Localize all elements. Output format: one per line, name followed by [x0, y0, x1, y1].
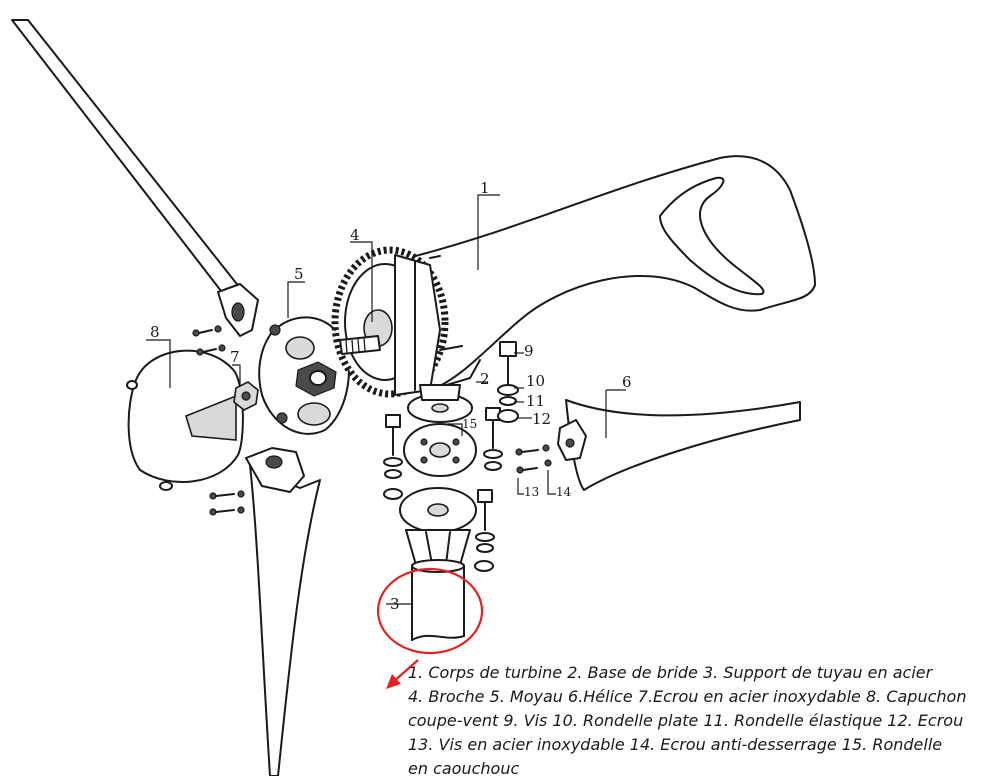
parts-legend-caption: 1. Corps de turbine 2. Base de bride 3. …: [408, 661, 988, 781]
flange-bolts-left: [383, 414, 403, 500]
turbine-body: [399, 155, 816, 391]
caption-line: 4. Broche 5. Moyau 6.Hélice 7.Ecrou en a…: [408, 687, 967, 706]
part-number-6: 6: [622, 373, 632, 391]
blade-lower: [245, 447, 321, 776]
part-number-9: 9: [524, 342, 534, 360]
caption-line: 1. Corps de turbine 2. Base de bride 3. …: [408, 663, 933, 682]
caption-line: coupe-vent 9. Vis 10. Rondelle plate 11.…: [408, 711, 964, 730]
blade-upper-left: [11, 19, 259, 337]
pipe-support-highlight-circle: [376, 567, 484, 655]
part-number-8: 8: [150, 323, 160, 341]
gear-ring: [331, 246, 463, 398]
part-number-3: 3: [390, 595, 400, 613]
caption-line: en caouchouc: [408, 759, 520, 778]
part-number-13: 13: [524, 485, 539, 499]
part-number-10: 10: [526, 372, 545, 390]
highlight-arrow: [386, 659, 419, 689]
part-number-labels: 1 2 3 4 5 6 7 8 9 10 11 12 13 14 15: [150, 179, 632, 613]
nose-cone: [126, 349, 244, 491]
hub-nut: [233, 381, 259, 411]
flange-bolts-right: [474, 407, 503, 572]
part-number-12: 12: [532, 410, 551, 428]
part-number-1: 1: [480, 179, 490, 197]
pipe-support: [411, 559, 465, 641]
flange-base-rubber: [403, 423, 477, 477]
part-number-15: 15: [462, 417, 477, 431]
tail-screws: [515, 444, 552, 474]
leader-lines: [146, 194, 626, 605]
flange-base-lower: [399, 487, 477, 566]
part-number-7: 7: [230, 348, 240, 366]
part-number-5: 5: [294, 265, 304, 283]
caption-line: 13. Vis en acier inoxydable 14. Ecrou an…: [408, 735, 943, 754]
nose-cone-screws: [192, 325, 245, 516]
part-number-14: 14: [556, 485, 572, 499]
part-number-2: 2: [480, 370, 490, 388]
hub: [258, 316, 350, 435]
bolt-stack-9-12: [497, 341, 519, 423]
part-number-4: 4: [350, 226, 360, 244]
part-number-11: 11: [526, 392, 545, 410]
tail-vane: [557, 390, 801, 491]
flange-base-upper: [407, 384, 473, 423]
